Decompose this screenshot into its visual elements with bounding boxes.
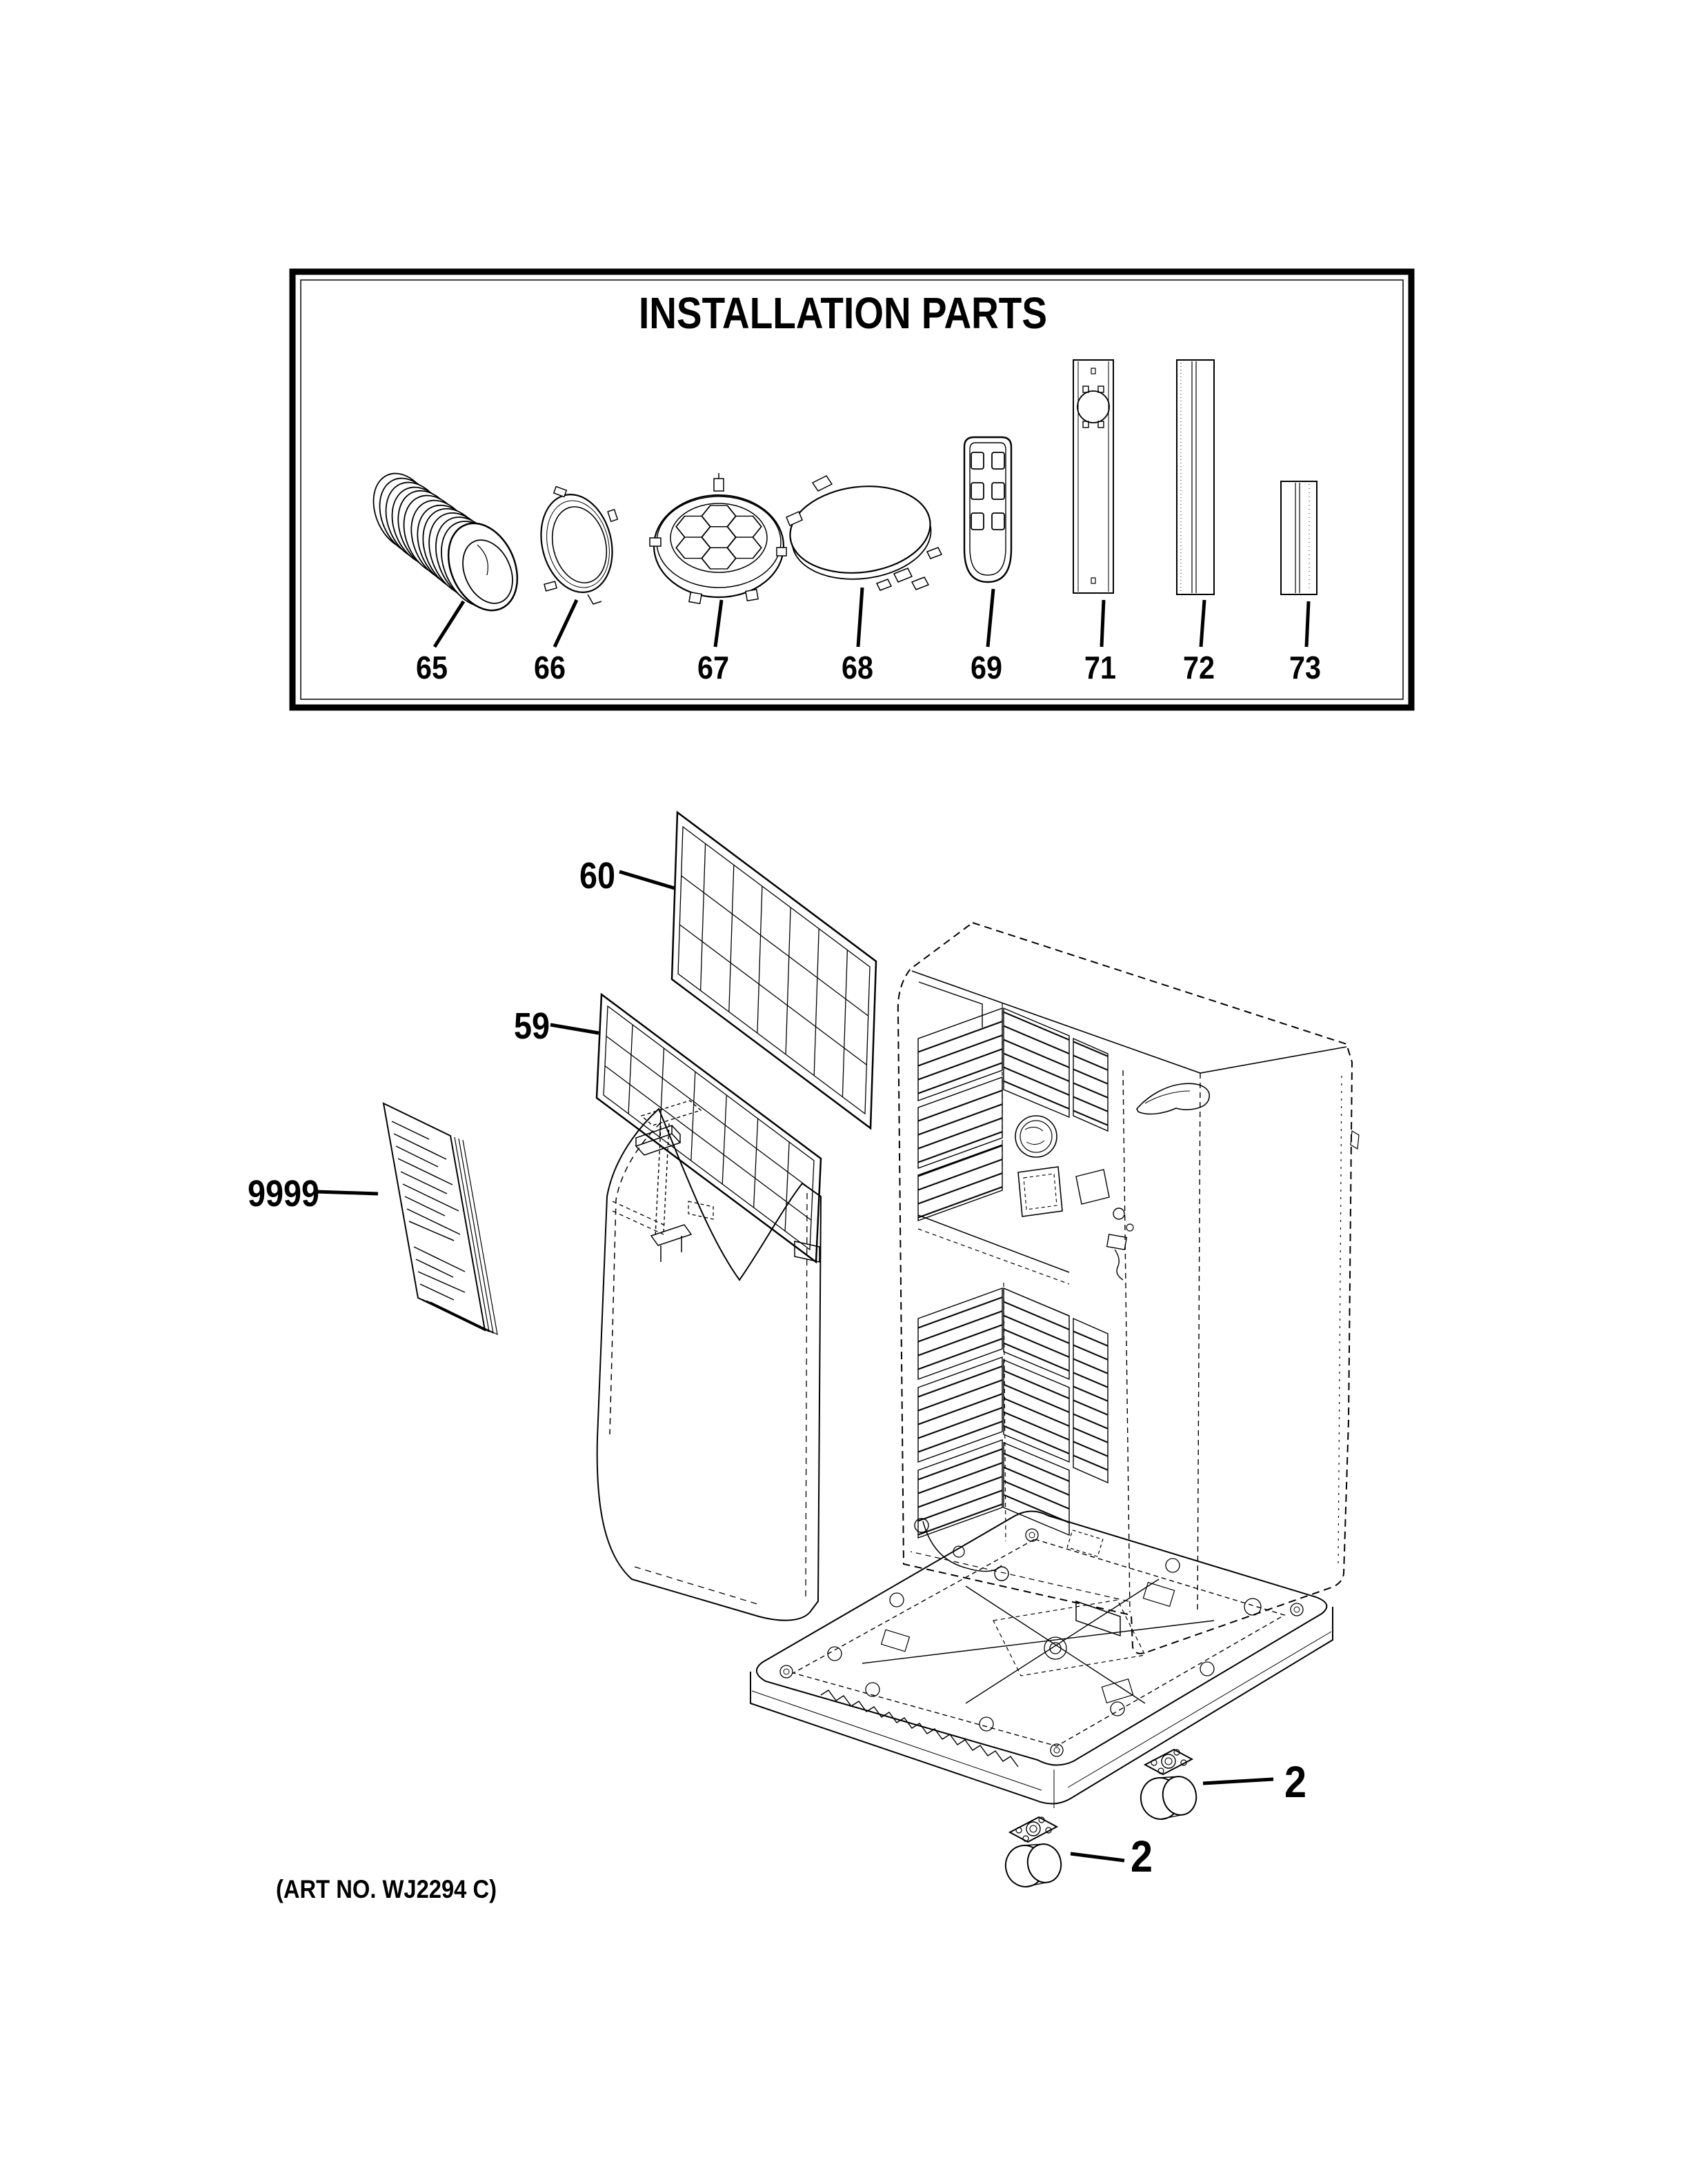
front-panel [596,1100,822,1621]
label-69: 69 [971,650,1002,685]
art-number: (ART NO. WJ2294 C) [276,1875,497,1903]
box-outer-border [289,268,1415,711]
part-73-window-slider-short [1280,481,1318,595]
leader-73 [1304,601,1311,648]
leader-68 [856,587,864,648]
caster-1 [1140,1748,1197,1820]
leader-67 [713,599,724,648]
part-72-window-slider-long [1176,359,1215,595]
label-66: 66 [534,650,566,685]
label-72: 72 [1183,650,1215,685]
label-qty2a: 2 [1284,1757,1306,1807]
installation-parts-box: INSTALLATION PARTS [289,268,1415,711]
part-67-vent-grille-cap [649,473,787,605]
part-69-remote-control [963,436,1013,583]
part-68-vent-cover-disc [786,475,943,591]
part-9999-owners-manual [382,1102,498,1336]
label-68: 68 [842,650,873,685]
leader-71 [1100,599,1106,648]
part-65-exhaust-hose [372,472,519,612]
label-67: 67 [697,650,729,685]
part-71-window-bracket-panel [1073,359,1114,594]
leader-qty2b [1070,1852,1125,1863]
leader-59 [550,1023,599,1035]
label-qty2b: 2 [1131,1832,1153,1881]
leader-66 [553,599,579,648]
part-66-hose-ring [540,485,619,605]
label-73: 73 [1289,650,1321,685]
part-60-air-filter-large [670,810,877,1130]
label-65: 65 [416,650,448,685]
leader-69 [986,588,995,648]
leader-65 [433,600,466,648]
leader-9999 [315,1190,379,1196]
label-60: 60 [579,855,615,896]
installation-parts-title: INSTALLATION PARTS [639,288,1047,338]
base-pan [750,1510,1333,1808]
leader-qty2a [1202,1777,1274,1785]
box-inner-border [300,279,1404,700]
part-59-air-filter-small [595,992,822,1264]
leader-72 [1199,599,1206,648]
label-59: 59 [514,1005,550,1047]
label-9999: 9999 [248,1173,319,1214]
label-71: 71 [1084,650,1116,685]
rear-housing [897,921,1360,1654]
caster-2 [1004,1816,1062,1887]
leader-60 [619,870,675,890]
